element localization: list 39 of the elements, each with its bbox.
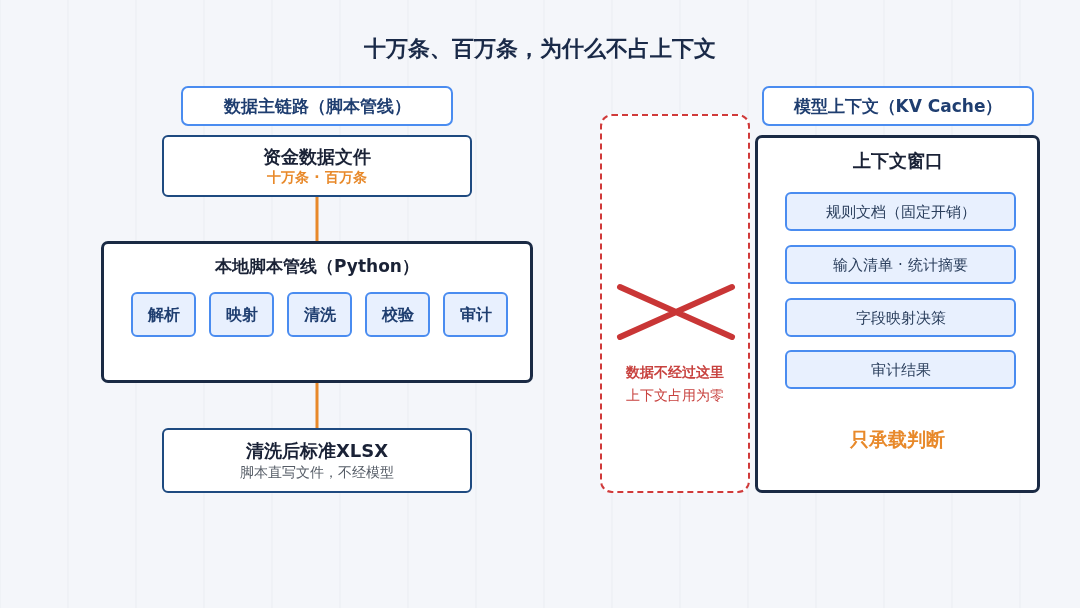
box-title: 映射: [225, 304, 258, 325]
pipeline-box: [101, 241, 533, 383]
connector-line: [315, 383, 319, 428]
box-note: 十万条 · 百万条: [267, 169, 367, 187]
step-box: [131, 292, 196, 337]
dashed-box: [600, 114, 750, 493]
box-title: 字段映射决策: [855, 308, 946, 327]
step-box: [443, 292, 508, 337]
step-box: [287, 292, 352, 337]
box-title: 数据主链路（脚本管线）: [223, 95, 411, 117]
step-box: [365, 292, 430, 337]
box-title: 上下文窗口: [852, 150, 943, 172]
process-box: [162, 135, 472, 197]
item-box: [785, 192, 1016, 231]
item-box: [785, 350, 1016, 389]
box-title: 规则文档（固定开销）: [825, 202, 976, 221]
box-note: 只承载判断: [850, 428, 945, 451]
box-title: 清洗后标准XLSX: [245, 440, 389, 462]
box-title: 清洗: [303, 304, 336, 325]
process-box: [162, 428, 472, 493]
box-title: 校验: [381, 304, 414, 325]
box-title: 本地脚本管线（Python）: [215, 256, 419, 277]
title: 十万条、百万条，为什么不占上下文: [363, 36, 717, 63]
header-box: [181, 86, 453, 126]
box-title: 数据不经过这里: [626, 364, 724, 381]
box-title: 资金数据文件: [263, 145, 371, 168]
box-title: 审计结果: [870, 360, 931, 379]
box-title: 输入清单 · 统计摘要: [833, 255, 968, 274]
header-box: [762, 86, 1034, 126]
box-title: 模型上下文（KV Cache）: [793, 95, 1003, 117]
box-title: 解析: [147, 304, 180, 325]
item-box: [785, 298, 1016, 337]
item-box: [785, 245, 1016, 284]
step-box: [209, 292, 274, 337]
box-note: 上下文占用为零: [626, 386, 724, 404]
box-title: 审计: [459, 304, 492, 325]
context-window-box: [755, 135, 1040, 493]
box-note: 脚本直写文件，不经模型: [240, 463, 394, 481]
connector-line: [315, 197, 319, 241]
